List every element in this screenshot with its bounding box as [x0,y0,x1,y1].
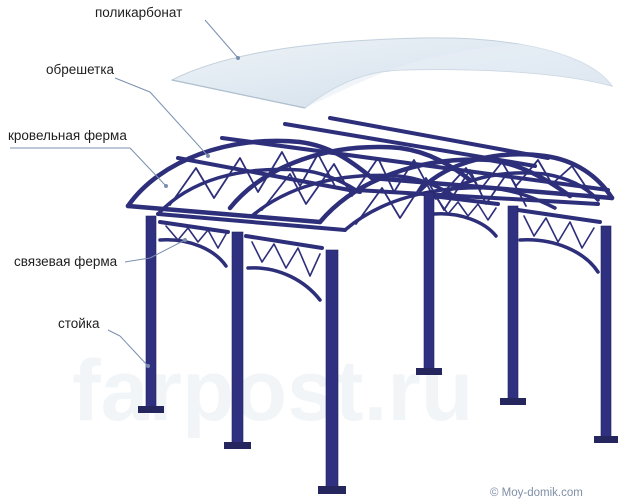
leader-lines [10,19,240,368]
label-tie-truss: связевая ферма [14,254,118,269]
tie-trusses [158,194,602,302]
posts [138,191,618,494]
polycarbonate-sheet [170,37,614,109]
label-polycarbonate: поликарбонат [95,5,182,20]
label-roof-truss: кровельная ферма [8,128,127,143]
label-lathing: обрешетка [46,62,115,77]
watermark-background-text: farpost.ru [72,343,473,439]
credit-text: © Moy-domik.com [490,487,583,499]
perimeter-beams [125,175,615,232]
label-post: стойка [58,316,100,331]
credit-watermark: © Moy-domik.com [490,487,583,499]
roof-trusses [125,138,615,232]
